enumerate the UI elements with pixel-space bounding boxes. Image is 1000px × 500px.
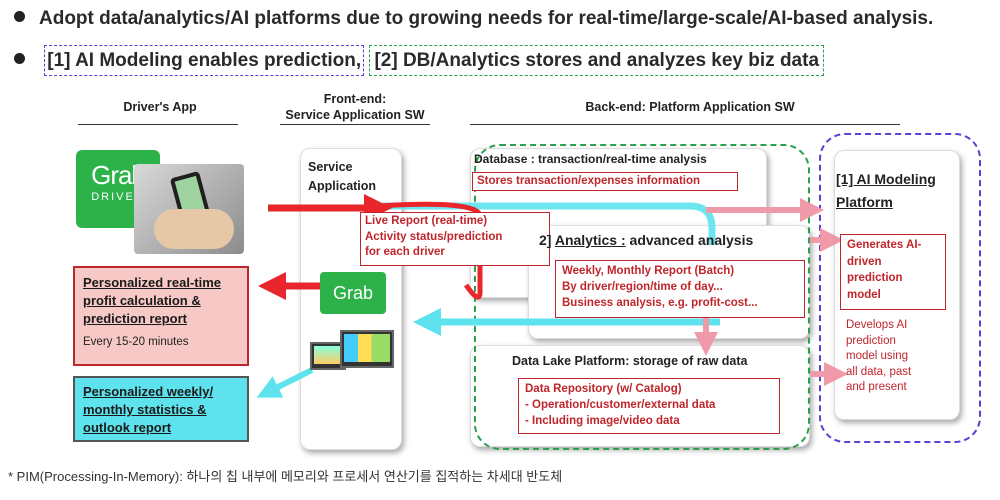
database-title: Database : transaction/real-time analysi… [474, 152, 707, 166]
ai-generates-box: Generates AI- driven prediction model [840, 234, 946, 310]
header-underline [78, 124, 238, 125]
grab-logo: Grab [320, 272, 386, 314]
bullet-dot [14, 11, 25, 23]
datalake-box: Data Repository (w/ Catalog) - Operation… [518, 378, 780, 434]
ai-modeling-highlight: [1] AI Modeling enables prediction, [44, 45, 365, 76]
bullet-line-2: [1] AI Modeling enables prediction, [2] … [14, 45, 825, 76]
analytics-title: 2] Analytics : advanced analysis [539, 232, 754, 248]
ai-platform-title: [1] AI Modeling Platform [836, 171, 936, 210]
service-app-title: Service Application [308, 160, 377, 193]
footnote: * PIM(Processing-In-Memory): 하나의 칩 내부에 메… [8, 469, 563, 484]
header-backend: Back-end: Platform Application SW [585, 100, 795, 114]
analytics-box: Weekly, Monthly Report (Batch) By driver… [555, 260, 805, 318]
driver-phone-photo [134, 164, 244, 254]
db-analytics-highlight: [2] DB/Analytics stores and analyzes key… [369, 45, 825, 76]
bullet-dot [14, 53, 25, 65]
header-frontend-1: Front-end: [323, 92, 387, 106]
datalake-title: Data Lake Platform: storage of raw data [512, 354, 748, 368]
database-box: Stores transaction/expenses information [472, 172, 738, 191]
weekly-report-box: Personalized weekly/ monthly statistics … [73, 376, 249, 442]
header-frontend-2: Service Application SW [285, 108, 425, 122]
realtime-report-box: Personalized real-time profit calculatio… [73, 266, 249, 366]
cyan-arrow-to-weekly [256, 367, 314, 398]
header-drivers-app: Driver's App [123, 100, 197, 114]
dashboard-screens-icon [310, 330, 394, 370]
header-underline [280, 124, 430, 125]
live-report-box: Live Report (real-time) Activity status/… [360, 212, 550, 266]
ai-modeling-group-outline [819, 133, 981, 443]
bullet-line-1: Adopt data/analytics/AI platforms due to… [14, 8, 933, 30]
header-underline [470, 124, 900, 125]
ai-develops-text: Develops AI prediction model using all d… [846, 319, 912, 393]
